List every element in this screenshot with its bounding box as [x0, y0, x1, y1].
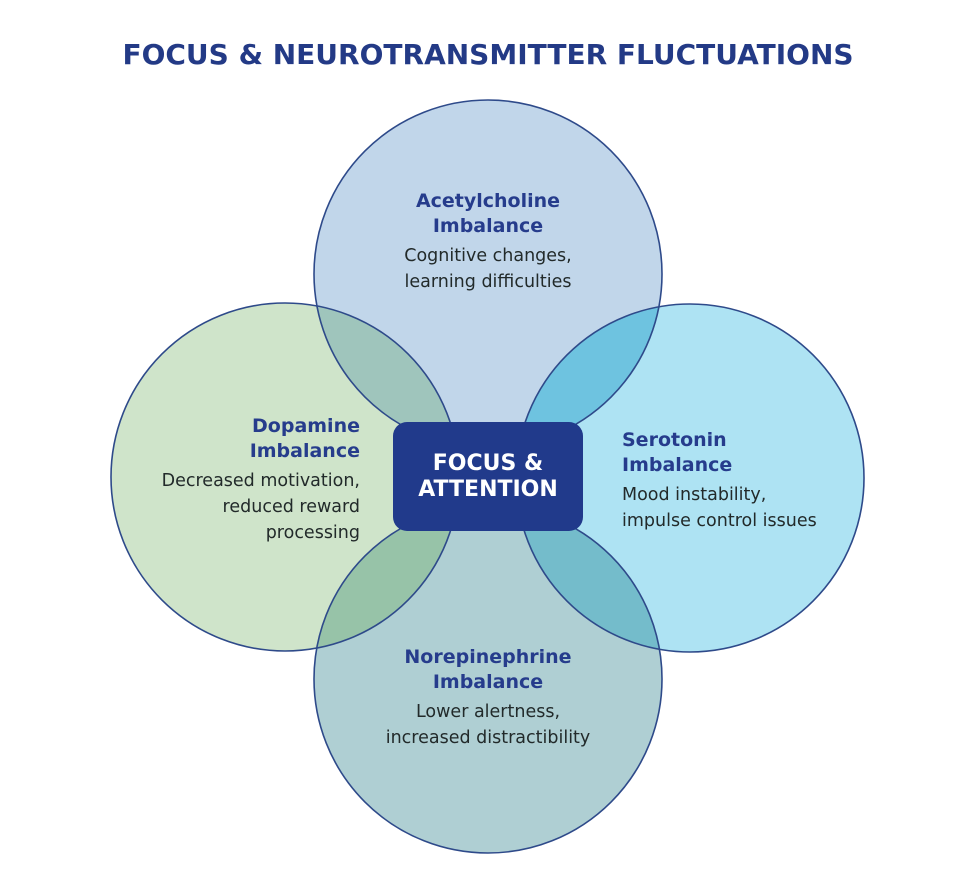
label-acetylcholine: Acetylcholine Imbalance Cognitive change… — [338, 189, 638, 295]
heading-line: Serotonin — [622, 429, 727, 451]
description-line: impulse control issues — [622, 511, 817, 531]
description-line: Cognitive changes, — [404, 246, 572, 266]
heading-line: Norepinephrine — [404, 646, 572, 668]
overlap-norepinephrine-dopamine — [314, 505, 459, 651]
heading-serotonin: Serotonin Imbalance — [622, 428, 862, 478]
description-acetylcholine: Cognitive changes, learning difficulties — [338, 243, 638, 295]
heading-line: Acetylcholine — [415, 190, 561, 212]
description-line: Mood instability, — [622, 485, 767, 505]
description-line: reduced reward — [222, 497, 360, 517]
heading-line: Imbalance — [622, 454, 733, 476]
description-line: increased distractibility — [385, 728, 591, 748]
heading-acetylcholine: Acetylcholine Imbalance — [338, 189, 638, 239]
description-dopamine: Decreased motivation, reduced reward pro… — [100, 468, 360, 546]
heading-line: Imbalance — [432, 215, 544, 237]
center-line: FOCUS & — [432, 450, 544, 476]
label-serotonin: Serotonin Imbalance Mood instability, im… — [622, 428, 862, 534]
center-focus-attention-box: FOCUS & ATTENTION — [393, 422, 583, 531]
description-line: Decreased motivation, — [161, 471, 360, 491]
description-norepinephrine: Lower alertness, increased distractibili… — [338, 699, 638, 751]
overlap-acetylcholine-dopamine — [314, 303, 459, 448]
description-line: processing — [265, 523, 360, 543]
overlap-acetylcholine-serotonin — [516, 304, 662, 448]
heading-line: Imbalance — [249, 440, 360, 462]
heading-line: Imbalance — [432, 671, 544, 693]
overlap-norepinephrine-serotonin — [516, 505, 662, 652]
description-serotonin: Mood instability, impulse control issues — [622, 482, 862, 534]
label-norepinephrine: Norepinephrine Imbalance Lower alertness… — [338, 645, 638, 751]
center-line: ATTENTION — [418, 476, 558, 502]
description-line: Lower alertness, — [415, 702, 561, 722]
heading-norepinephrine: Norepinephrine Imbalance — [338, 645, 638, 695]
heading-line: Dopamine — [252, 415, 360, 437]
diagram-title: FOCUS & NEUROTRANSMITTER FLUCTUATIONS — [122, 38, 854, 71]
description-line: learning difficulties — [404, 272, 572, 292]
heading-dopamine: Dopamine Imbalance — [100, 414, 360, 464]
label-dopamine: Dopamine Imbalance Decreased motivation,… — [100, 414, 360, 546]
